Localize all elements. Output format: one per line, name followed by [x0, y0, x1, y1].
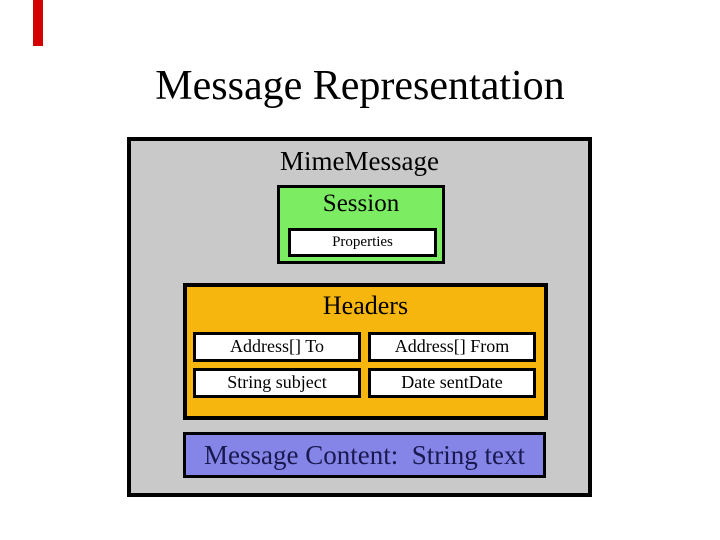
- properties-label: Properties: [332, 234, 393, 250]
- message-content-box: Message Content: String text: [183, 432, 546, 478]
- session-label: Session: [322, 190, 400, 217]
- field-date-sentdate: Date sentDate: [368, 368, 536, 398]
- properties-box: Properties: [288, 228, 437, 257]
- mime-message-box: MimeMessage Session Properties Headers A…: [127, 137, 592, 497]
- headers-label: Headers: [322, 291, 409, 320]
- field-address-from: Address[] From: [368, 332, 536, 362]
- mime-message-label: MimeMessage: [280, 146, 439, 176]
- field-string-subject: String subject: [193, 368, 361, 398]
- slide-title: Message Representation: [155, 63, 565, 109]
- message-content-label: Message Content: String text: [204, 440, 525, 470]
- field-date-sentdate-label: Date sentDate: [401, 372, 503, 392]
- field-address-to: Address[] To: [193, 332, 361, 362]
- field-address-to-label: Address[] To: [230, 336, 324, 356]
- red-accent-bar: [33, 0, 43, 46]
- field-address-from-label: Address[] From: [394, 336, 510, 356]
- field-string-subject-label: String subject: [227, 372, 327, 392]
- session-box: Session Properties: [277, 185, 445, 264]
- headers-box: Headers Address[] To Address[] From Stri…: [183, 283, 548, 420]
